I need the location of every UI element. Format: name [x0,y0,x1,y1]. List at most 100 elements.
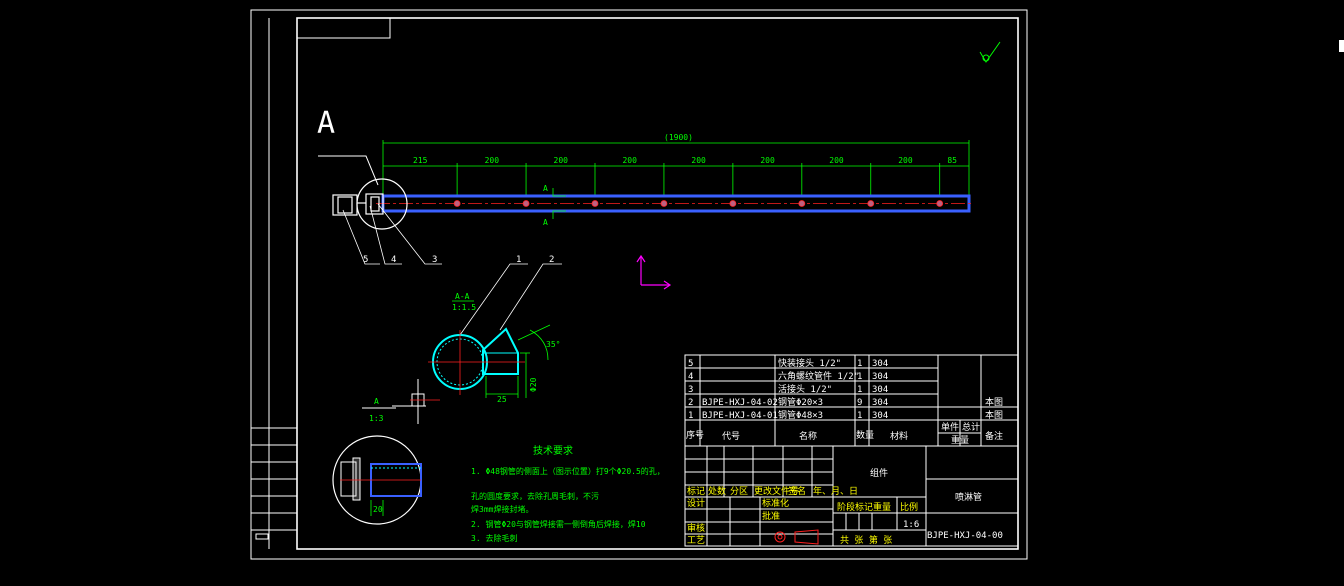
view-a-scale: 1:3 [369,414,384,423]
view-a-arrow: A 1:3 [362,379,440,424]
tb-sheets: 共 张 第 张 [840,534,892,546]
tb-approve: 批准 [762,510,780,522]
bom-header-no: 序号 [686,429,704,441]
bom-header-code: 代号 [722,431,740,442]
left-strip [251,18,297,549]
pipe-fittings [332,178,408,230]
bom-row-3-name: 活接头 1/2" [778,383,832,395]
nozzle-holes [453,200,944,207]
section-mark-top: A [543,184,548,193]
bom-row-5-qty: 1 [857,359,862,369]
tb-weight: 重量 [873,501,891,513]
tb-sign: 签名 [788,485,806,497]
bom-row-5-name: 快装接头 1/2" [778,357,841,369]
bom-row-1-no: 1 [688,411,693,421]
segment-dim-8: 200 [898,156,913,165]
nozzle-hole [798,200,806,207]
view-label-a: A [317,106,335,141]
tb-standard: 标准化 [762,497,789,509]
bom-row-3-material: 304 [872,385,888,395]
section-scale: 1:1.5 [452,303,476,312]
bom-row-5-material: 304 [872,359,888,369]
bom-header-material: 材料 [890,430,908,442]
segment-dim-1: 215 [413,156,428,165]
inner-frame [296,17,1019,550]
projection-symbol-icon [774,529,819,545]
callout-leaders-left [342,203,442,265]
bom-row-4-qty: 1 [857,372,862,382]
nozzle-hole [867,200,875,207]
tb-stage: 阶段标记 [837,501,873,513]
segment-dim-7: 200 [829,156,844,165]
outer-frame [250,9,1028,560]
tech-req-line-3: 焊3mm焊接封堵。 [471,504,533,514]
tb-count: 处数 [708,485,726,497]
title-block-grid [685,446,1018,546]
tb-assembly: 组件 [870,467,888,479]
section-view [428,327,525,395]
tb-mark: 标记 [687,485,705,497]
bom-row-2-no: 2 [688,398,693,408]
section-dim-width: 25 [497,395,507,404]
bom-row-1-code: BJPE-HXJ-04-01 [702,411,778,421]
overall-dimension: (1900) [382,133,970,198]
bom-row-2-note: 本图 [985,396,1003,408]
nozzle-hole [522,200,530,207]
callout-2: 2 [549,255,554,265]
bom-row-2-name: 钢管Φ20×3 [778,396,823,408]
bom-row-3-qty: 1 [857,385,862,395]
ucs-icon [636,254,672,290]
section-dim-dia: Φ20 [529,377,538,392]
title-block-labels: 标记 处数 分区 更改文件号 签名 年、月、日 设计 标准化 审核 工艺 批准 … [687,485,918,546]
section-title: A-A [455,292,470,301]
tb-check: 审核 [687,522,705,534]
bom-row-4-name: 六角螺纹管件 1/2" [778,370,859,382]
tb-date: 年、月、日 [813,485,858,497]
segment-dim-9: 85 [947,156,957,165]
section-cut: A A [543,184,566,227]
segment-dim-4: 200 [622,156,637,165]
segment-dim-6: 200 [760,156,775,165]
nozzle-hole [729,200,737,207]
bom-row-1-name: 钢管Φ48×3 [778,409,823,421]
callout-3: 3 [432,255,437,265]
top-left-box [296,17,391,39]
bom-row-4-material: 304 [872,372,888,382]
detail-dim: 20 [373,505,383,514]
nozzle-hole [936,200,944,207]
callout-leaders-section [459,263,562,336]
bom-row-4-no: 4 [688,372,693,382]
callout-5: 5 [363,255,368,265]
section-dims [485,324,551,398]
bom-row-1-qty: 1 [857,411,862,421]
tech-req-line-1: 1. Φ48钢管的侧面上（图示位置）打9个Φ20.5的孔， [471,466,665,476]
tb-part-name: 喷淋管 [955,491,982,503]
bom-header-name: 名称 [799,430,817,442]
segment-dim-3: 200 [554,156,569,165]
overall-dim-text: (1900) [664,133,693,142]
view-a-leader [318,155,379,186]
nozzle-hole [591,200,599,207]
tb-scale: 1:6 [903,520,919,530]
tech-req-title: 技术要求 [533,444,573,457]
tb-change: 更改文件号 [754,485,799,497]
roughness-symbol [979,41,1001,63]
section-mark-bottom: A [543,218,548,227]
bom-header-single: 单件 [941,421,959,433]
bom-header-note: 备注 [985,430,1003,442]
tech-req-line-4: 2. 钢管Φ20与钢管焊接需一侧倒角后焊接，焊10 [471,519,646,529]
section-dim-angle: 35° [546,340,560,349]
scrollbar-thumb[interactable] [1339,40,1344,52]
bom-row-5-no: 5 [688,359,693,369]
bom-row-2-code: BJPE-HXJ-04-02 [702,398,778,408]
view-a-small-label: A [374,397,379,406]
callout-1: 1 [516,255,521,265]
bom-row-2-material: 304 [872,398,888,408]
bom-row-1-material: 304 [872,411,888,421]
bom-table [684,354,1019,547]
bom-header: 序号 代号 名称 数量 材料 单件 总计 重量 备注 [686,421,1003,446]
tb-ratio: 比例 [900,501,918,513]
segment-dim-2: 200 [485,156,500,165]
